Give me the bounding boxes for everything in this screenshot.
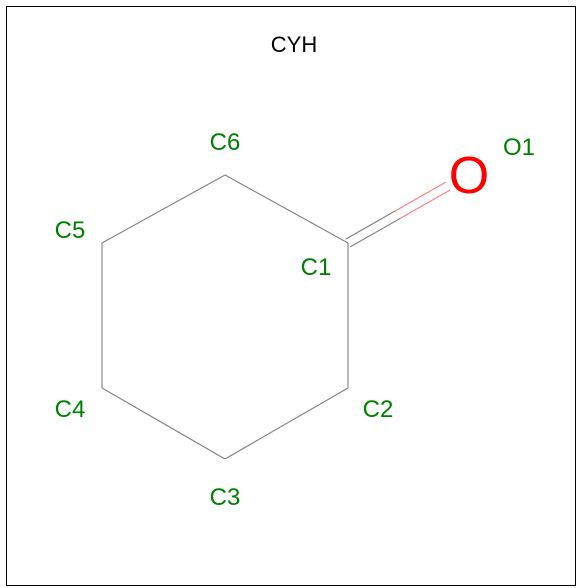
atom-label-c2: C2: [363, 396, 394, 423]
bond-c3-c4: [101, 387, 226, 460]
bond-c2-c3: [224, 387, 349, 460]
bond-c6-c1: [224, 174, 349, 244]
bonds-group: [101, 174, 451, 460]
atom-label-c3: C3: [210, 484, 241, 511]
atom-label-c6: C6: [210, 129, 241, 156]
atom-label-c4: C4: [55, 396, 86, 423]
atom-symbols-group: O: [449, 147, 489, 205]
bond-c1-o1-line1-c-half: [345, 210, 397, 240]
diagram-frame: [6, 6, 576, 586]
atom-label-o1: O1: [503, 134, 535, 161]
atom-label-c5: C5: [55, 217, 86, 244]
diagram-title: CYH: [271, 32, 317, 57]
bond-c1-o1-line2-c-half: [349, 217, 401, 248]
bond-c5-c6: [101, 174, 226, 244]
bond-c1-o1-line2-o-half: [399, 189, 451, 219]
atom-label-c1: C1: [301, 254, 332, 281]
bond-c1-o1-line1-o-half: [395, 181, 447, 212]
atom-symbol-o1: O: [449, 147, 489, 205]
